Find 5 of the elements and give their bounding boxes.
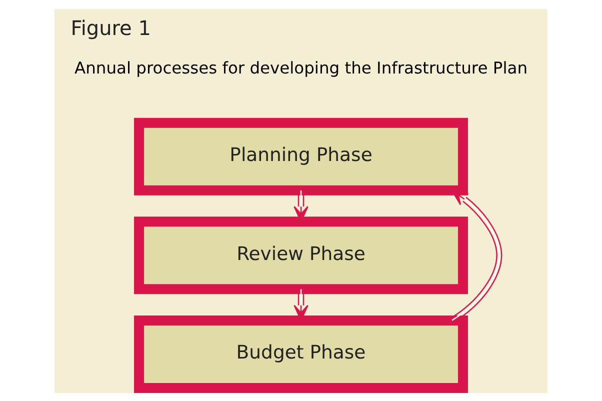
node-box: Review Phase — [134, 216, 468, 294]
node-box: Budget Phase — [134, 314, 468, 392]
node-box: Planning Phase — [134, 117, 468, 195]
diagram-title: Figure 1 — [70, 16, 151, 40]
label: Annual processes for developing the Infrastructure Plan — [74, 58, 528, 77]
